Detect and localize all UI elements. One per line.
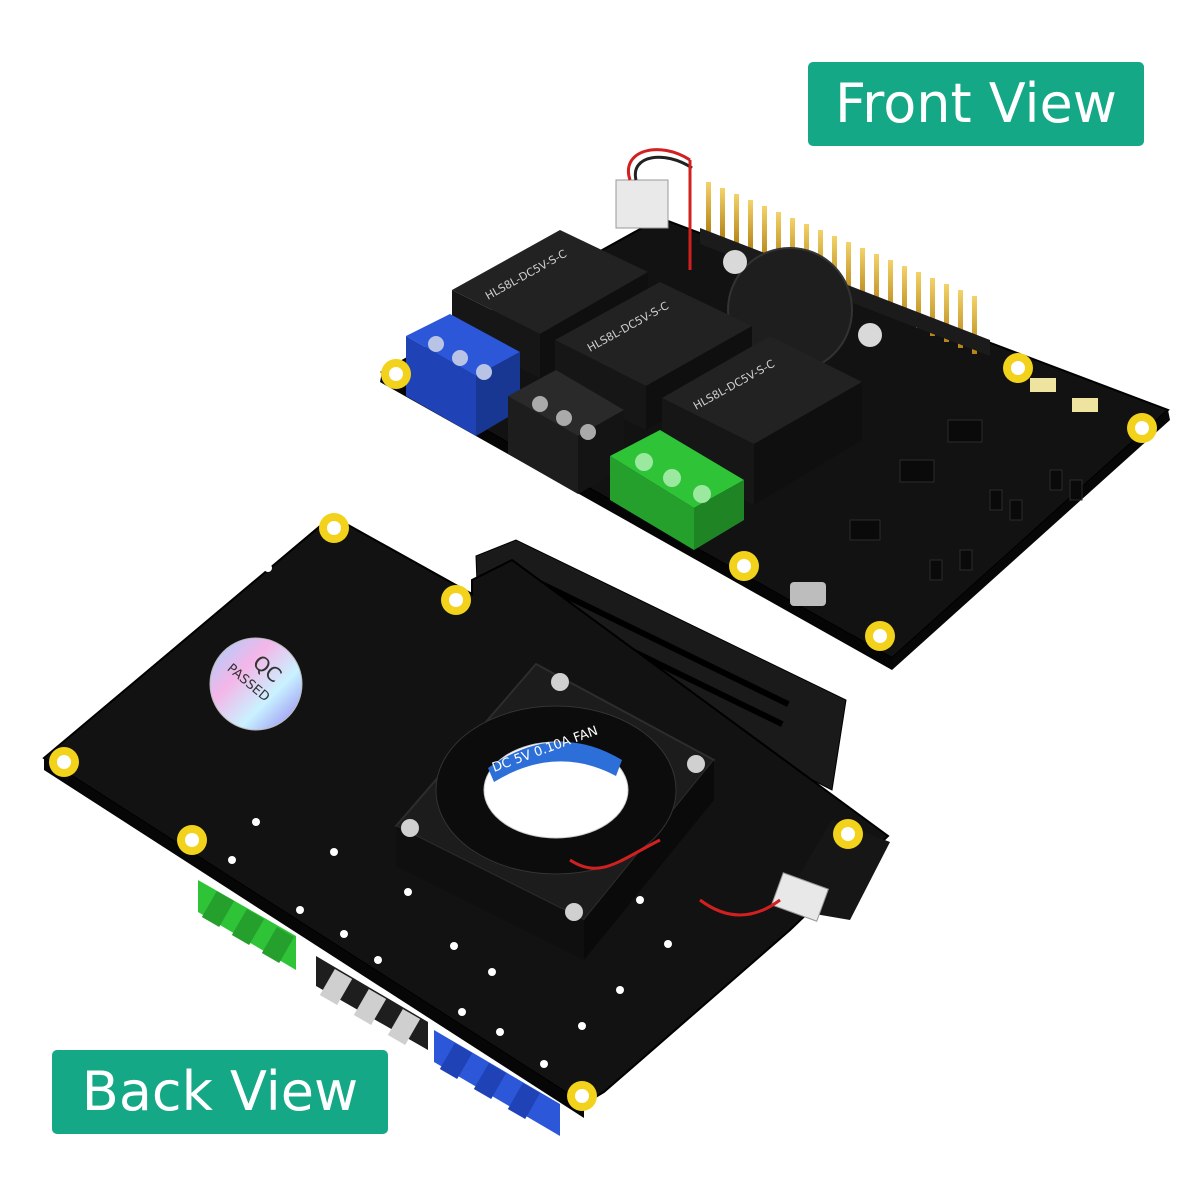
fan-plug bbox=[770, 872, 830, 922]
back-view-label: Back View bbox=[52, 1050, 388, 1134]
terminal-block-blue-back bbox=[434, 1030, 560, 1136]
front-view-label: Front View bbox=[808, 62, 1144, 146]
front-board: HLS8L-DC5V-S-C HLS8L-DC5V-S-C HLS8L-DC5V… bbox=[379, 148, 1170, 670]
fan-connector bbox=[615, 179, 669, 229]
mount-hole-icon bbox=[381, 353, 1157, 651]
back-board: DC 5V 0.10A FAN QC PASSED bbox=[42, 513, 890, 1136]
qc-sticker: QC PASSED bbox=[209, 637, 303, 731]
terminal-block-green-back bbox=[198, 880, 296, 970]
fan-icon: DC 5V 0.10A FAN bbox=[394, 662, 716, 960]
mount-hole-icon-back bbox=[49, 513, 863, 1111]
usb-c-port bbox=[790, 582, 826, 606]
terminal-block-green-front bbox=[610, 430, 744, 550]
terminal-block-black-back bbox=[316, 956, 428, 1050]
gpio-header-pins bbox=[706, 182, 977, 354]
